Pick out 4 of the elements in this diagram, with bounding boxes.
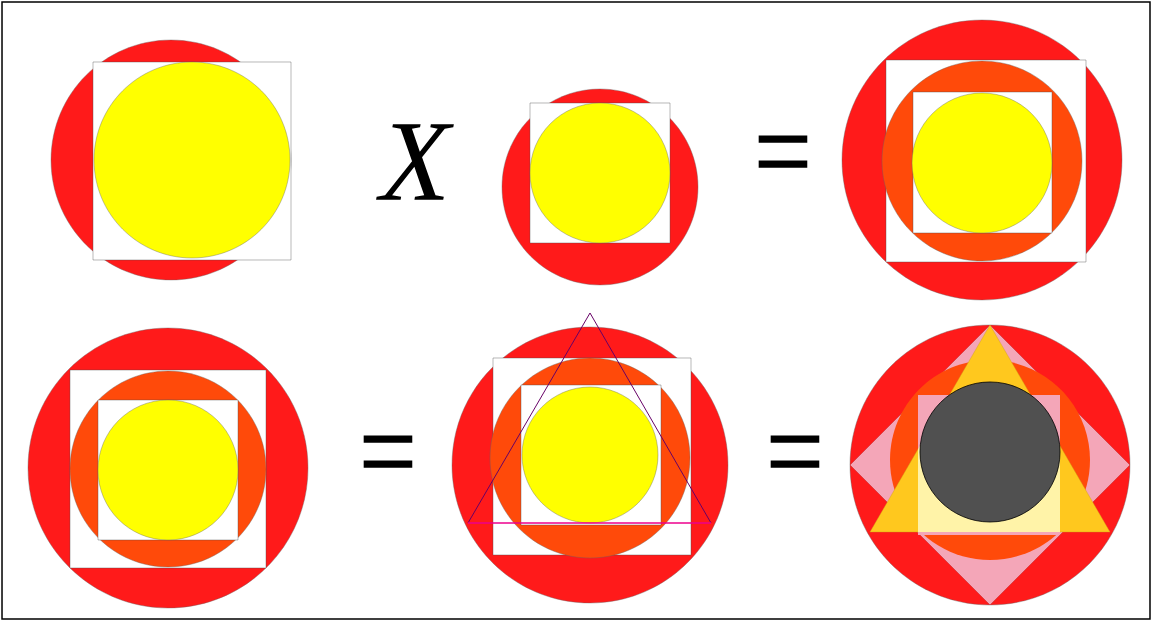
- equals-sign: =: [770, 435, 820, 468]
- equals-sign: =: [758, 135, 808, 168]
- x-symbol: X: [376, 124, 454, 200]
- equals-sign: =: [363, 435, 413, 468]
